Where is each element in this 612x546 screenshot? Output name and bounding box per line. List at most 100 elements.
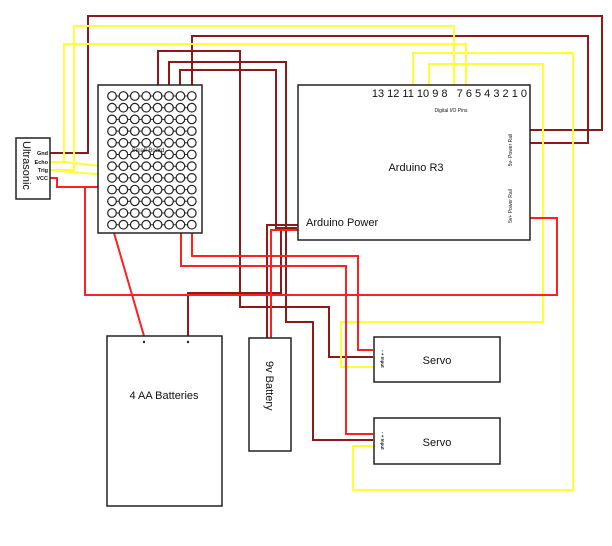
breadboard-hole	[164, 149, 174, 160]
ultrasonic-pin-vcc: VCC	[36, 176, 48, 182]
breadboard-hole	[186, 126, 197, 137]
breadboard-hole	[175, 172, 186, 183]
ultrasonic-pin-trig: Trig	[38, 168, 48, 174]
arduino-digital-io-label: Digital I/O Pins	[434, 108, 468, 114]
breadboard-hole	[164, 126, 174, 137]
breadboard-hole	[175, 161, 186, 172]
breadboard-hole	[141, 219, 152, 230]
wire-ground-bb-col3-to-servo1	[157, 50, 373, 358]
breadboard-hole	[118, 161, 129, 172]
breadboard-hole	[107, 102, 117, 113]
breadboard-hole	[107, 161, 117, 172]
breadboard-hole	[107, 137, 117, 148]
breadboard-hole	[186, 208, 197, 218]
servo-top-body	[373, 336, 501, 383]
breadboard-hole	[152, 184, 163, 195]
breadboard-hole	[118, 102, 129, 113]
wire-power-bb-to-aa	[110, 224, 146, 338]
breadboard-hole	[152, 114, 163, 125]
breadboard-hole	[141, 137, 152, 148]
breadboard-hole	[118, 91, 129, 101]
breadboard-holes	[107, 91, 197, 230]
servo-bottom-body	[373, 417, 501, 465]
breadboard-hole	[107, 208, 117, 218]
breadboard-hole	[141, 126, 152, 137]
breadboard-hole	[118, 184, 129, 195]
breadboard: Small Board	[97, 84, 203, 234]
servo-bottom: Servo - + Input	[373, 417, 501, 465]
breadboard-hole	[186, 172, 197, 183]
breadboard-hole	[152, 208, 163, 218]
aa-battery-label: 4 AA Batteries	[129, 390, 199, 402]
breadboard-hole	[107, 184, 117, 195]
breadboard-label: Small Board	[132, 148, 165, 154]
breadboard-hole	[152, 161, 163, 172]
breadboard-hole	[164, 114, 174, 125]
breadboard-hole	[107, 126, 117, 137]
wire-signal-pin9-to-servo1	[340, 63, 544, 368]
servo-top-label: Servo	[423, 355, 452, 367]
aa-battery-pack: 4 AA Batteries	[106, 335, 223, 507]
breadboard-hole	[152, 149, 163, 160]
breadboard-hole	[129, 219, 140, 230]
breadboard-hole	[175, 219, 186, 230]
wire-signal-echo-to-pin7	[47, 43, 467, 163]
wires	[46, 15, 603, 491]
breadboard-hole	[118, 149, 129, 160]
ultrasonic-sensor: Ultrasonic Gnd Echo Trig VCC	[15, 137, 51, 200]
breadboard-hole	[129, 91, 140, 101]
servo-bottom-label: Servo	[423, 437, 452, 449]
breadboard-hole	[164, 137, 174, 148]
breadboard-hole	[152, 196, 163, 207]
breadboard-hole	[175, 91, 186, 101]
breadboard-hole	[186, 137, 197, 148]
breadboard-hole	[118, 114, 129, 125]
breadboard-hole	[107, 172, 117, 183]
ultrasonic-label: Ultrasonic	[20, 141, 32, 190]
arduino-body	[297, 84, 531, 241]
breadboard-hole	[141, 184, 152, 195]
wire-power-bb-to-servo2	[180, 225, 373, 435]
breadboard-hole	[141, 196, 152, 207]
wire-signal-trig-to-pin6	[47, 25, 455, 171]
breadboard-hole	[129, 172, 140, 183]
breadboard-hole	[164, 91, 174, 101]
breadboard-hole	[107, 149, 117, 160]
breadboard-hole	[175, 149, 186, 160]
ultrasonic-pin-echo: Echo	[35, 160, 49, 166]
breadboard-hole	[107, 91, 117, 101]
arduino-rail-positive-label: 5v+ Power Rail	[508, 189, 514, 223]
breadboard-hole	[152, 137, 163, 148]
aa-terminal-negative	[186, 340, 190, 344]
wire-signal-pin10-to-servo2	[352, 52, 574, 491]
wire-power-vcc-to-bb	[47, 177, 120, 188]
breadboard-hole	[129, 102, 140, 113]
breadboard-hole	[164, 172, 174, 183]
breadboard-hole	[152, 172, 163, 183]
arduino-rail-negative-label: 5v- Power Rail	[508, 134, 514, 167]
breadboard-hole	[141, 161, 152, 172]
wire-power-bb-to-rail	[84, 186, 558, 296]
breadboard-hole	[164, 161, 174, 172]
breadboard-hole	[186, 184, 197, 195]
breadboard-hole	[141, 114, 152, 125]
ultrasonic-body	[15, 137, 51, 200]
breadboard-hole	[141, 172, 152, 183]
breadboard-hole	[152, 126, 163, 137]
breadboard-hole	[118, 208, 129, 218]
wire-ground-bb-col6-to-9v	[168, 61, 373, 441]
breadboard-hole	[141, 208, 152, 218]
9v-battery-body	[248, 337, 292, 452]
breadboard-hole	[118, 219, 129, 230]
wire-ground-9v-to-arduino-power	[266, 224, 299, 339]
breadboard-hole	[164, 208, 174, 218]
breadboard-hole	[129, 184, 140, 195]
servo-bottom-pin-label: - + Input	[380, 432, 385, 450]
breadboard-hole	[141, 102, 152, 113]
breadboard-hole	[129, 149, 140, 160]
breadboard-hole	[175, 208, 186, 218]
breadboard-hole	[129, 208, 140, 218]
breadboard-hole	[141, 149, 152, 160]
breadboard-hole	[152, 219, 163, 230]
